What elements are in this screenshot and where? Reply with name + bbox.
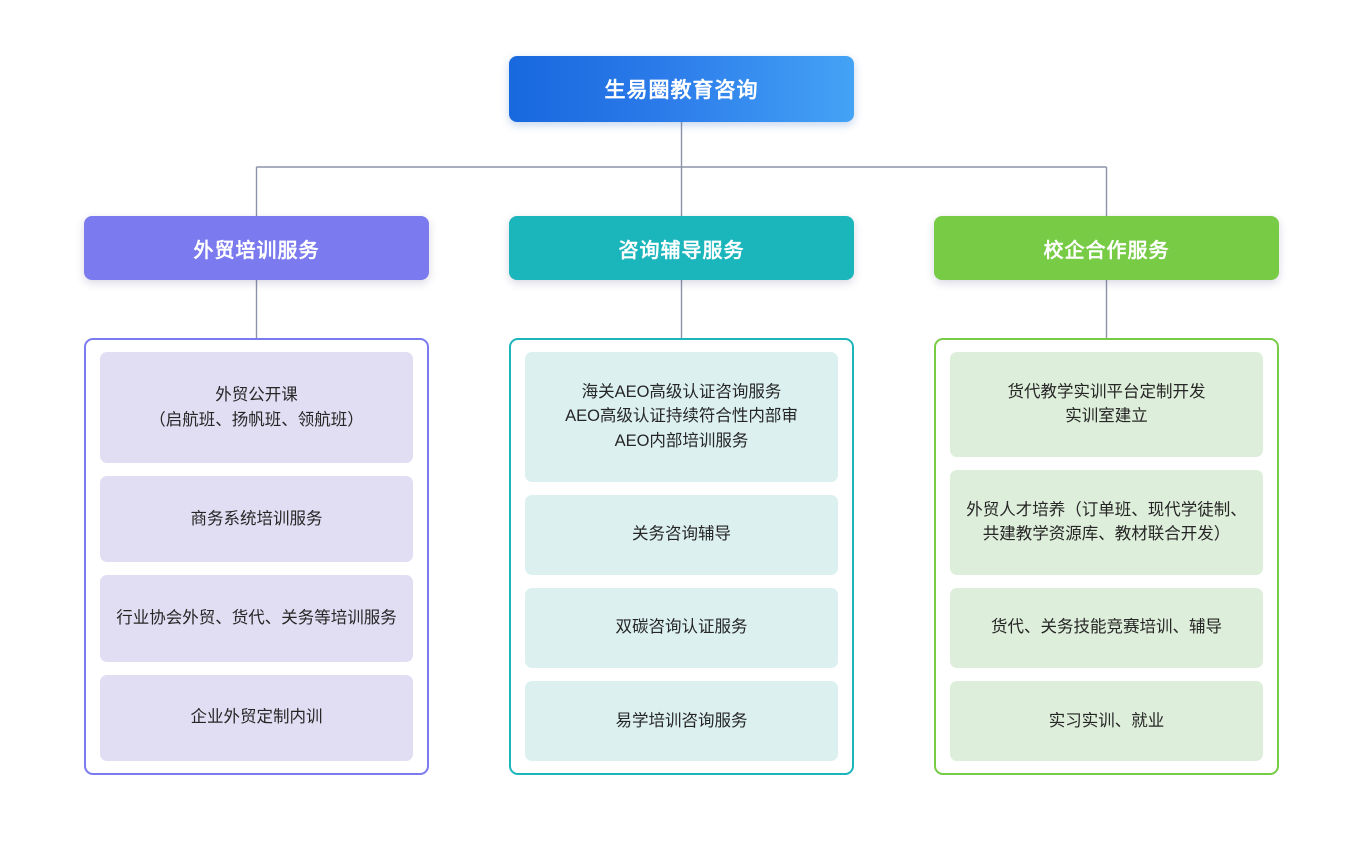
service-item[interactable]: 企业外贸定制内训 — [100, 674, 413, 761]
root-node[interactable]: 生易圈教育咨询 — [509, 56, 854, 122]
service-item-label: 关务咨询辅导 — [632, 525, 731, 544]
service-item[interactable]: 商务系统培训服务 — [100, 476, 413, 563]
service-item[interactable]: 行业协会外贸、货代、关务等培训服务 — [100, 575, 413, 662]
service-item-label: 外贸公开课 （启航班、扬帆班、领航班） — [149, 385, 364, 429]
root-node-label: 生易圈教育咨询 — [604, 79, 759, 102]
branch-header-label: 外贸培训服务 — [193, 239, 320, 262]
branch-panel-xiaoqi-hezuo: 货代教学实训平台定制开发 实训室建立 外贸人才培养（订单班、现代学徒制、共建教学… — [934, 338, 1279, 775]
branch-header-waimao-peixun[interactable]: 外贸培训服务 — [84, 216, 429, 280]
service-item-label: 外贸人才培养（订单班、现代学徒制、共建教学资源库、教材联合开发） — [966, 500, 1247, 544]
service-item[interactable]: 易学培训咨询服务 — [525, 680, 838, 761]
service-item-label: 双碳咨询认证服务 — [615, 618, 748, 637]
service-item-label: 货代、关务技能竞赛培训、辅导 — [991, 618, 1222, 637]
service-item-label: 行业协会外贸、货代、关务等培训服务 — [116, 609, 397, 628]
service-item-label: 商务系统培训服务 — [190, 509, 323, 528]
branch-header-xiaoqi-hezuo[interactable]: 校企合作服务 — [934, 216, 1279, 280]
service-item-label: 企业外贸定制内训 — [190, 708, 323, 727]
service-item[interactable]: 关务咨询辅导 — [525, 494, 838, 575]
branch-panel-zixun-fudao: 海关AEO高级认证咨询服务 AEO高级认证持续符合性内部审 AEO内部培训服务 … — [509, 338, 854, 775]
branch-header-zixun-fudao[interactable]: 咨询辅导服务 — [509, 216, 854, 280]
service-item[interactable]: 海关AEO高级认证咨询服务 AEO高级认证持续符合性内部审 AEO内部培训服务 — [525, 352, 838, 482]
branch-header-label: 校企合作服务 — [1043, 239, 1170, 262]
branch-panel-waimao-peixun: 外贸公开课 （启航班、扬帆班、领航班） 商务系统培训服务 行业协会外贸、货代、关… — [84, 338, 429, 775]
service-item-label: 海关AEO高级认证咨询服务 AEO高级认证持续符合性内部审 AEO内部培训服务 — [565, 382, 798, 451]
service-item[interactable]: 外贸人才培养（订单班、现代学徒制、共建教学资源库、教材联合开发） — [950, 469, 1263, 575]
service-item[interactable]: 货代、关务技能竞赛培训、辅导 — [950, 587, 1263, 668]
service-item[interactable]: 外贸公开课 （启航班、扬帆班、领航班） — [100, 352, 413, 464]
branch-header-label: 咨询辅导服务 — [618, 239, 745, 262]
service-item[interactable]: 双碳咨询认证服务 — [525, 587, 838, 668]
service-item-label: 货代教学实训平台定制开发 实训室建立 — [1007, 382, 1206, 426]
service-item-label: 实习实训、就业 — [1048, 711, 1165, 730]
service-item-label: 易学培训咨询服务 — [615, 711, 748, 730]
service-item[interactable]: 实习实训、就业 — [950, 680, 1263, 761]
service-item[interactable]: 货代教学实训平台定制开发 实训室建立 — [950, 352, 1263, 457]
